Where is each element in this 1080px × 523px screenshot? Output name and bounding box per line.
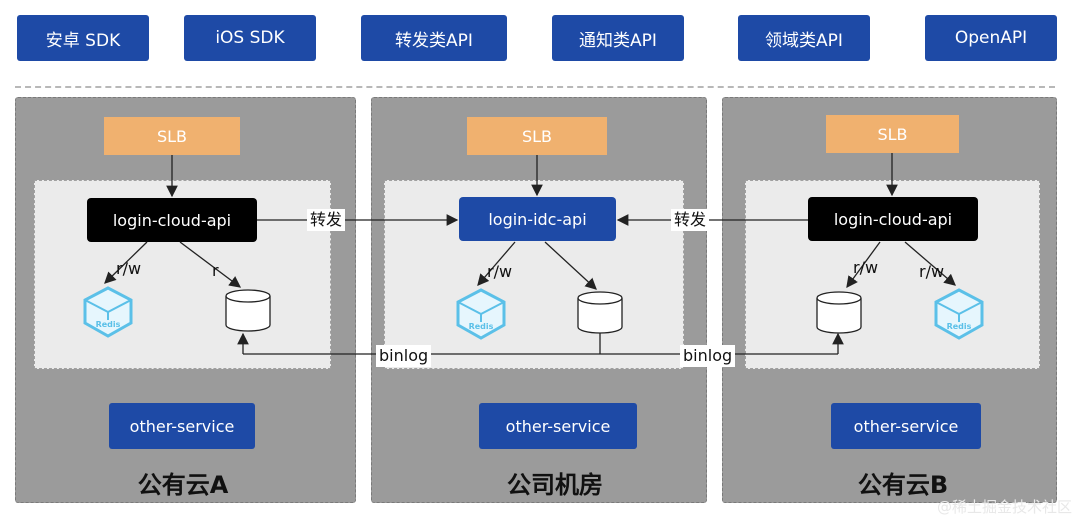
- divider: [15, 86, 1055, 88]
- login-cloud-api-a: login-cloud-api: [87, 198, 257, 242]
- database-icon: [577, 291, 623, 334]
- redis-icon: Redis: [934, 288, 984, 340]
- top-item-openapi: OpenAPI: [925, 15, 1057, 61]
- top-item-ios-sdk: iOS SDK: [184, 15, 316, 61]
- binlog-label-right: binlog: [680, 345, 736, 367]
- watermark: @稀土掘金技术社区: [936, 498, 1072, 516]
- database-icon: [816, 291, 862, 334]
- redis-icon: Redis: [456, 288, 506, 340]
- top-item-notify-api: 通知类API: [552, 15, 684, 61]
- other-service-a: other-service: [109, 403, 255, 449]
- login-idc-api: login-idc-api: [459, 197, 616, 241]
- forward-label-right: 转发: [671, 209, 710, 231]
- region-label-idc: 公司机房: [507, 471, 603, 499]
- top-item-forward-api: 转发类API: [361, 15, 507, 61]
- login-cloud-api-b: login-cloud-api: [808, 197, 978, 241]
- region-label-b: 公有云B: [857, 471, 949, 499]
- redis-icon-label: Redis: [469, 322, 494, 331]
- region-label-a: 公有云A: [137, 471, 229, 499]
- slb-b: SLB: [826, 115, 959, 153]
- slb-idc: SLB: [467, 117, 607, 155]
- slb-a: SLB: [104, 117, 240, 155]
- rw-label-idc: r/w: [487, 262, 513, 281]
- r-label-a: r: [212, 261, 219, 280]
- database-icon: [225, 289, 271, 332]
- other-service-idc: other-service: [479, 403, 637, 449]
- binlog-label-left: binlog: [376, 345, 432, 367]
- redis-icon-label: Redis: [947, 322, 972, 331]
- rw-label-b-redis: r/w: [919, 262, 945, 281]
- top-item-android-sdk: 安卓 SDK: [17, 15, 149, 61]
- rw-label-a: r/w: [116, 259, 142, 278]
- redis-icon-label: Redis: [96, 320, 121, 329]
- rw-label-b-db: r/w: [853, 258, 879, 277]
- redis-icon: Redis: [83, 286, 133, 338]
- other-service-b: other-service: [831, 403, 981, 449]
- forward-label-left: 转发: [307, 209, 346, 231]
- top-item-domain-api: 领域类API: [738, 15, 870, 61]
